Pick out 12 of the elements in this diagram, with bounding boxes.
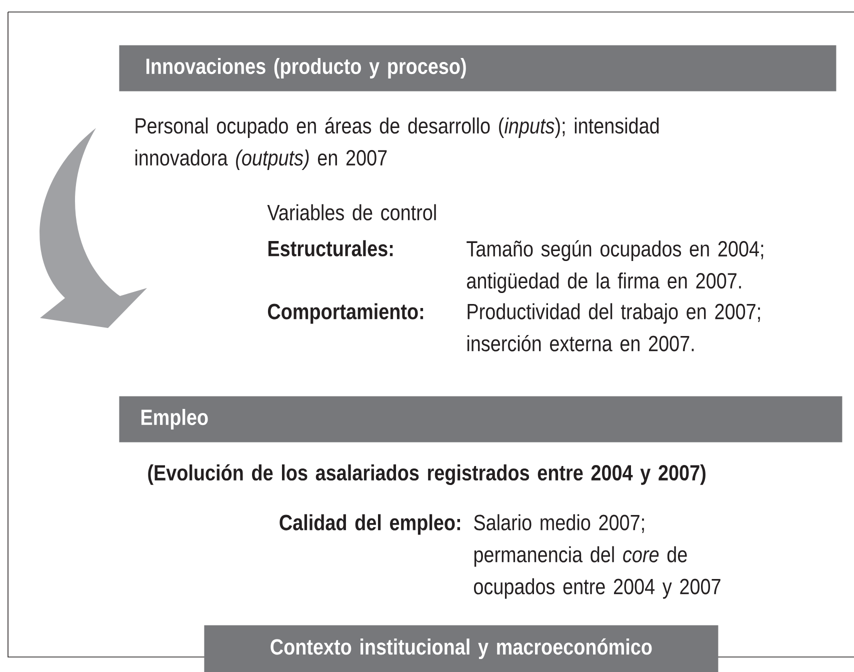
section-bar: Innovaciones (producto y proceso) [119, 45, 836, 92]
section-bar: Empleo [119, 396, 842, 442]
text-label: Salario medio 2007; permanencia del core de ocupados entre 2004 y 2007 [474, 514, 720, 599]
text-label: Comportamiento: [268, 303, 424, 324]
text-label: Calidad del empleo: [280, 514, 460, 535]
text-label: Personal ocupado en áreas de desarrollo (inputs); intensidad innovadora (outputs) en 2007 [135, 117, 659, 170]
text-label: Estructurales: [268, 240, 393, 256]
section-bar: Contexto institucional y macroeconómico [204, 625, 718, 672]
text-label: Tamaño según ocupados en 2004; antigüedad de la firma en 2007. [466, 240, 764, 293]
text-label: Variables de control [267, 204, 436, 220]
text-label: Productividad del trabajo en 2007; inserción externa en 2007. [467, 303, 760, 352]
text-label: (Evolución de los asalariados registrados entre 2004 y 2007) [148, 464, 706, 485]
